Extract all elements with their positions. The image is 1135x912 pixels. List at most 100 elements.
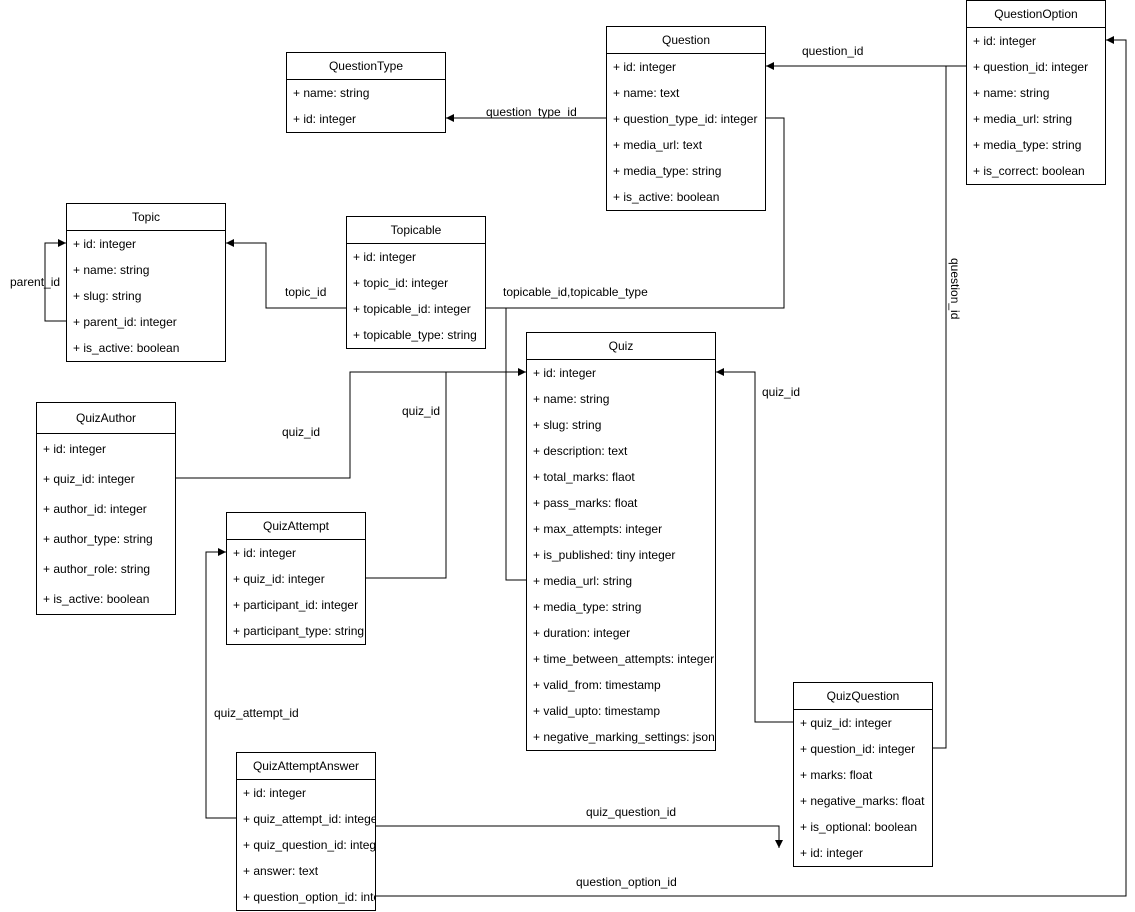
attribute-row: + quiz_id: integer — [233, 572, 325, 586]
attribute-row: + valid_from: timestamp — [533, 678, 661, 692]
entity-questiontype[interactable]: QuestionType + name: string + id: integer — [286, 52, 446, 133]
attribute-row: + id: integer — [533, 366, 597, 380]
edge-author-quiz — [176, 368, 526, 479]
attribute-row: + slug: string — [73, 289, 142, 303]
attribute-row: + name: text — [613, 86, 680, 100]
attribute-row: + is_correct: boolean — [973, 164, 1085, 178]
attribute-row: + description: text — [533, 444, 628, 458]
attribute-row: + total_marks: flaot — [533, 470, 635, 484]
attribute-list: + id: integer + name: string + slug: strin… — [527, 360, 715, 750]
entity-quizattemptanswer[interactable]: QuizAttemptAnswer + id: integer + quiz_at… — [236, 752, 376, 911]
attribute-row: + author_role: string — [43, 562, 151, 576]
edge-quizquestion-question — [933, 66, 947, 749]
attribute-list: + id: integer + name: string + slug: strin… — [67, 231, 225, 361]
attribute-row: + media_type: string — [613, 164, 722, 178]
attribute-row: + id: integer — [973, 34, 1037, 48]
attribute-list: + id: integer + quiz_id: integer + author_… — [37, 434, 175, 614]
attribute-list: + name: string + id: integer — [287, 80, 445, 132]
attribute-row: + id: integer — [353, 250, 417, 264]
entity-title: QuizAuthor — [37, 403, 175, 434]
label-question-id-top: question_id — [802, 44, 864, 58]
attribute-row: + quiz_question_id: integer — [243, 838, 375, 852]
attribute-list: + id: integer + topic_id: integer + topica… — [347, 244, 485, 348]
attribute-row: + negative_marking_settings: json — [533, 730, 715, 744]
label-quiz-attempt-id: quiz_attempt_id — [214, 706, 299, 720]
attribute-list: + id: integer + question_id: integer + nam… — [967, 28, 1105, 184]
attribute-row: + media_type: string — [973, 138, 1082, 152]
attribute-list: + id: integer + quiz_attempt_id: integer +… — [237, 780, 375, 910]
attribute-row: + media_url: string — [533, 574, 633, 588]
edge-attempt-quiz — [366, 372, 447, 579]
edge-quiz-topicable — [505, 308, 526, 581]
entity-title: QuestionOption — [967, 1, 1105, 28]
attribute-row: + author_type: string — [43, 532, 153, 546]
edge-answer-quizquestion — [376, 825, 783, 848]
entity-quizauthor[interactable]: QuizAuthor + id: integer + quiz_id: integ… — [36, 402, 176, 615]
label-question-id-vertical: question_id — [948, 258, 962, 320]
attribute-row: + topicable_type: string — [353, 328, 477, 342]
attribute-row: + duration: integer — [533, 626, 631, 640]
attribute-row: + participant_id: integer — [233, 598, 359, 612]
entity-quizattempt[interactable]: QuizAttempt + id: integer + quiz_id: inte… — [226, 512, 366, 645]
entity-topic[interactable]: Topic + id: integer + name: string + slug:… — [66, 203, 226, 362]
attribute-row: + media_url: string — [973, 112, 1073, 126]
attribute-row: + question_id: integer — [800, 742, 916, 756]
attribute-row: + topic_id: integer — [353, 276, 449, 290]
label-parent-id: parent_id — [10, 275, 61, 289]
attribute-row: + media_url: text — [613, 138, 703, 152]
attribute-row: + question_type_id: integer — [613, 112, 758, 126]
label-quiz-id-author: quiz_id — [282, 425, 321, 439]
entity-quizquestion[interactable]: QuizQuestion + quiz_id: integer + questio… — [793, 682, 933, 867]
label-topicable: topicable_id,topicable_type — [503, 285, 648, 299]
attribute-row: + name: string — [533, 392, 610, 406]
attribute-row: + is_active: boolean — [613, 190, 720, 204]
attribute-row: + topicable_id: integer — [353, 302, 471, 316]
label-question-option-id: question_option_id — [576, 875, 677, 889]
attribute-list: + id: integer + quiz_id: integer + partici… — [227, 540, 365, 644]
attribute-row: + id: integer — [43, 442, 107, 456]
attribute-row: + pass_marks: float — [533, 496, 638, 510]
entity-quiz[interactable]: Quiz + id: integer + name: string + slug: … — [526, 332, 716, 751]
entity-title: Question — [607, 27, 765, 54]
attribute-row: + name: string — [973, 86, 1050, 100]
attribute-row: + quiz_id: integer — [800, 716, 892, 730]
attribute-row: + id: integer — [293, 112, 357, 126]
attribute-row: + max_attempts: integer — [533, 522, 663, 536]
label-topic-id: topic_id — [285, 285, 327, 299]
entity-title: QuizQuestion — [794, 683, 932, 710]
attribute-row: + marks: float — [800, 768, 873, 782]
attribute-row: + name: string — [73, 263, 150, 277]
attribute-row: + question_option_id: integer — [243, 890, 375, 904]
attribute-row: + answer: text — [243, 864, 319, 878]
attribute-row: + parent_id: integer — [73, 315, 177, 329]
attribute-row: + slug: string — [533, 418, 602, 432]
attribute-row: + valid_upto: timestamp — [533, 704, 661, 718]
entity-topicable[interactable]: Topicable + id: integer + topic_id: integ… — [346, 216, 486, 349]
attribute-row: + author_id: integer — [43, 502, 147, 516]
entity-title: QuizAttemptAnswer — [237, 753, 375, 780]
label-quiz-question-id: quiz_question_id — [586, 805, 677, 819]
entity-title: QuestionType — [287, 53, 445, 80]
attribute-row: + time_between_attempts: integer — [533, 652, 715, 666]
entity-question[interactable]: Question + id: integer+ name: text+ ques… — [606, 26, 766, 211]
attribute-row: + negative_marks: float — [800, 794, 925, 808]
attribute-row: + id: integer — [233, 546, 297, 560]
entity-title: QuizAttempt — [227, 513, 365, 540]
attribute-row: + question_id: integer — [973, 60, 1089, 74]
attribute-row: + quiz_attempt_id: integer — [243, 812, 375, 826]
attribute-row: + name: string — [293, 86, 370, 100]
attribute-row: + id: integer — [73, 237, 137, 251]
attribute-row: + id: integer — [800, 846, 864, 860]
attribute-row: + is_published: tiny integer — [533, 548, 676, 562]
attribute-list: + id: integer+ name: text+ question_type… — [607, 54, 765, 210]
entity-title: Quiz — [527, 333, 715, 360]
edge-quizquestion-quiz — [716, 368, 793, 723]
entity-title: Topicable — [347, 217, 485, 244]
entity-title: Topic — [67, 204, 225, 231]
attribute-row: + quiz_id: integer — [43, 472, 135, 486]
entity-questionoption[interactable]: QuestionOption + id: integer + question_i… — [966, 0, 1106, 185]
attribute-row: + id: integer — [243, 786, 307, 800]
label-quiz-id-question: quiz_id — [762, 385, 801, 399]
label-question-type-id: question_type_id — [486, 105, 577, 119]
attribute-row: + media_type: string — [533, 600, 642, 614]
